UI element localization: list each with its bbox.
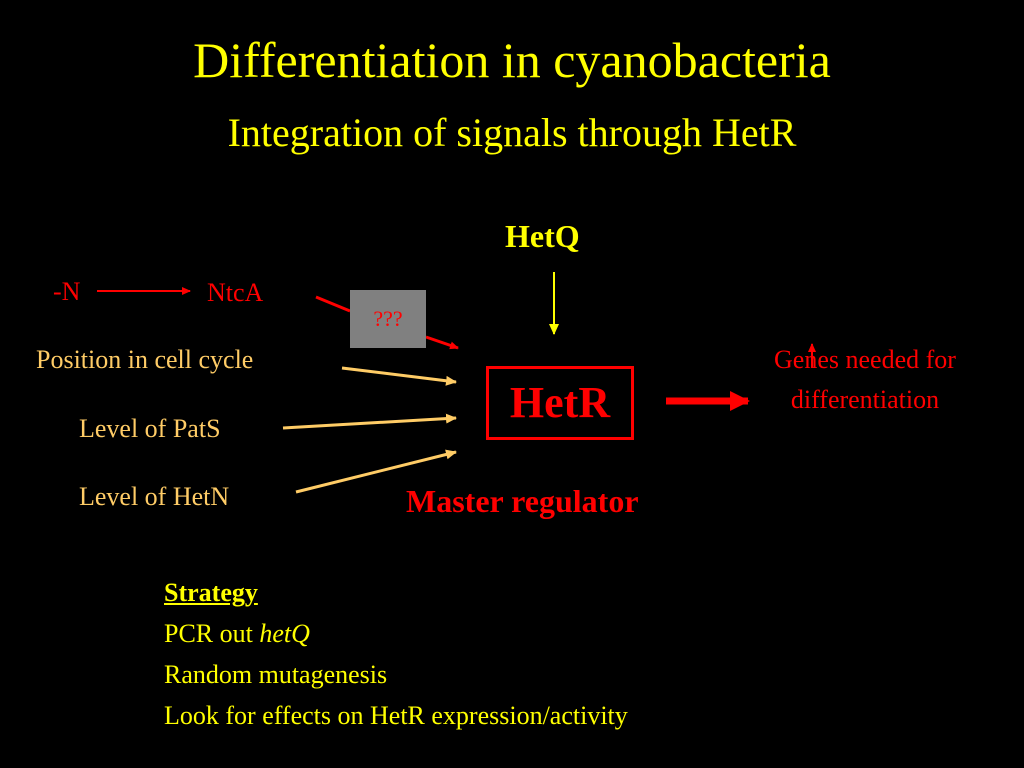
input-cell-cycle: Position in cell cycle	[36, 345, 254, 374]
strategy-step-2: Random mutagenesis	[164, 660, 388, 689]
input-hetn: Level of HetN	[79, 482, 230, 511]
strategy-heading: Strategy	[164, 578, 258, 607]
minus-n-label: -N	[53, 277, 81, 306]
arrow-hetn-to-hetr	[295, 449, 457, 494]
strategy-gene-name: hetQ	[259, 619, 310, 648]
genes-label: Genes needed for differentiation	[774, 345, 956, 414]
arrow-ntca-to-hetr-a	[315, 295, 351, 313]
input-pats: Level of PatS	[79, 414, 221, 443]
hetq-label: HetQ	[505, 218, 580, 254]
slide-subtitle: Integration of signals through HetR	[227, 110, 797, 155]
hetr-box: HetR	[486, 366, 634, 440]
arrow-ntca-to-hetr-b	[425, 335, 459, 350]
strategy-block: Strategy PCR out hetQ Random mutagenesis…	[164, 572, 628, 736]
unknown-box: ???	[350, 290, 426, 348]
arrow-pats-to-hetr	[282, 413, 457, 430]
strategy-step-3: Look for effects on HetR expression/acti…	[164, 701, 628, 730]
strategy-step-1-text: PCR out	[164, 619, 260, 648]
ntca-label: NtcA	[207, 278, 264, 307]
arrow-cellcycle-to-hetr	[341, 366, 457, 386]
master-regulator-label: Master regulator	[406, 483, 639, 519]
slide-title: Differentiation in cyanobacteria	[193, 32, 831, 88]
strategy-step-1: PCR out hetQ	[164, 613, 628, 654]
